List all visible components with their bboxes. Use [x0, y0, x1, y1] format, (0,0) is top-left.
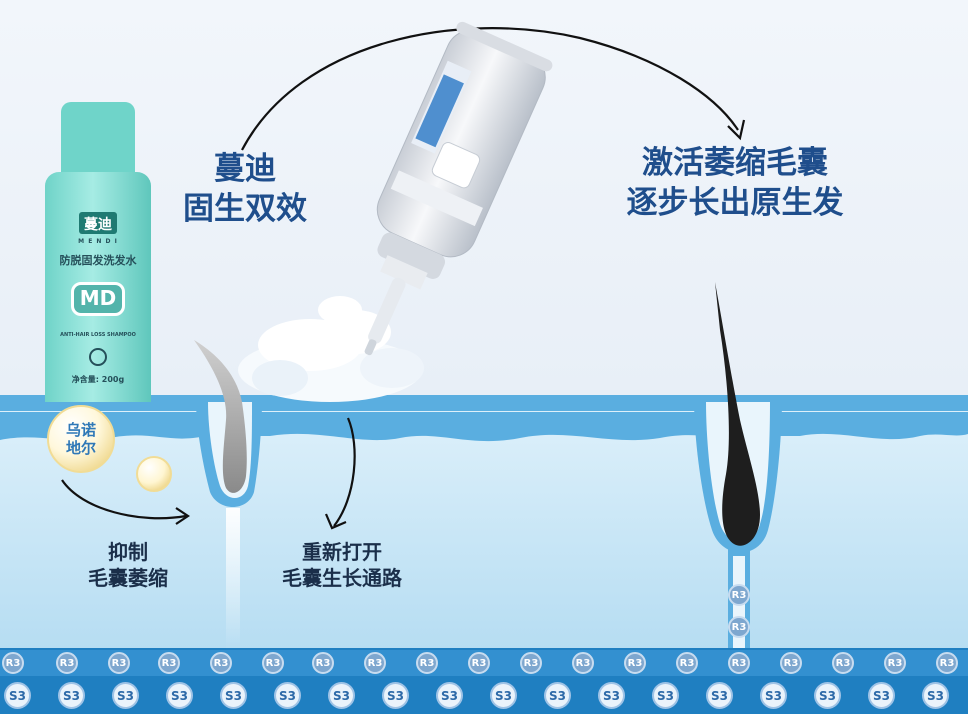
r3-molecule: R3 — [158, 652, 180, 674]
caption-inhibit-shrink: 抑制 毛囊萎缩 — [68, 540, 188, 591]
r3-molecule: R3 — [468, 652, 490, 674]
r3-molecule: R3 — [262, 652, 284, 674]
bottle-en-text: ANTI-HAIR LOSS SHAMPOO — [60, 332, 136, 338]
s3-molecule: S3 — [706, 682, 733, 709]
r3-molecule: R3 — [676, 652, 698, 674]
s3-molecule: S3 — [490, 682, 517, 709]
arrow-inhibit — [61, 479, 187, 520]
applicator-bottle — [364, 21, 553, 356]
r3-molecule: R3 — [210, 652, 232, 674]
caption-line: 逐步长出原生发 — [626, 184, 844, 221]
caption-line: 激活萎缩毛囊 — [642, 145, 828, 181]
brand-box — [79, 212, 117, 234]
r3-molecule: R3 — [832, 652, 854, 674]
foam-cloud — [238, 296, 424, 402]
md-logo: MD — [79, 286, 117, 310]
bottle-cap — [61, 102, 135, 176]
s3-molecule: S3 — [58, 682, 85, 709]
s3-molecule: S3 — [652, 682, 679, 709]
r3-molecule: R3 — [416, 652, 438, 674]
shampoo-bottle: 蔓迪 M E N D I 防脱固发洗发水 MD ANTI-HAIR LOSS S… — [45, 102, 151, 402]
r3-molecule: R3 — [884, 652, 906, 674]
bottle-net-content: 净含量: 200g — [71, 375, 125, 384]
bottle-brand: 蔓迪 — [84, 217, 112, 233]
thin-grey-hair — [194, 340, 247, 493]
r3-molecule: R3 — [56, 652, 78, 674]
arrow-reopen — [333, 417, 356, 527]
small-bubble — [136, 456, 172, 492]
s3-molecule: S3 — [112, 682, 139, 709]
r3-molecule: R3 — [624, 652, 646, 674]
s3-molecule: S3 — [328, 682, 355, 709]
bottle-product-name: 防脱固发洗发水 — [59, 254, 137, 267]
md-logo-frame — [71, 282, 125, 316]
bubble-line-1: 乌诺 — [65, 421, 96, 439]
bottle-brand-sub: M E N D I — [78, 238, 118, 245]
r3-molecule: R3 — [572, 652, 594, 674]
caption-line: 重新打开 — [302, 540, 382, 564]
minoxidil-bubble: 乌诺 地尔 — [47, 405, 115, 473]
s3-molecule: S3 — [436, 682, 463, 709]
r3-molecule: R3 — [2, 652, 24, 674]
r3-molecule: R3 — [728, 584, 750, 606]
r3-molecule: R3 — [312, 652, 334, 674]
s3-molecule: S3 — [274, 682, 301, 709]
caption-reopen-pathway: 重新打开 毛囊生长通路 — [262, 540, 422, 591]
r3-molecule: R3 — [780, 652, 802, 674]
r3-molecule: R3 — [728, 616, 750, 638]
s3-molecule: S3 — [814, 682, 841, 709]
s3-molecule: S3 — [220, 682, 247, 709]
thick-dark-hair — [715, 282, 760, 546]
light-beam — [226, 508, 240, 650]
caption-mendi-dual-effect: 蔓迪 固生双效 — [170, 150, 320, 229]
s3-molecule: S3 — [382, 682, 409, 709]
caption-line: 抑制 — [108, 540, 148, 564]
r3-molecule: R3 — [364, 652, 386, 674]
r3-molecule: R3 — [936, 652, 958, 674]
r3-molecule: R3 — [108, 652, 130, 674]
arc-arrow — [241, 27, 739, 151]
caption-line: 蔓迪 — [214, 151, 276, 187]
r3-molecule: R3 — [728, 652, 750, 674]
s3-molecule: S3 — [166, 682, 193, 709]
drop-icon — [89, 348, 107, 366]
s3-molecule: S3 — [4, 682, 31, 709]
bubble-line-2: 地尔 — [65, 439, 96, 457]
s3-molecule: S3 — [544, 682, 571, 709]
caption-line: 固生双效 — [183, 190, 307, 227]
caption-activate-follicle: 激活萎缩毛囊 逐步长出原生发 — [605, 144, 865, 223]
bottle-body: 蔓迪 M E N D I 防脱固发洗发水 MD ANTI-HAIR LOSS S… — [45, 172, 151, 402]
s3-molecule: S3 — [760, 682, 787, 709]
s3-molecule: S3 — [598, 682, 625, 709]
r3-molecule: R3 — [520, 652, 542, 674]
caption-line: 毛囊生长通路 — [282, 565, 402, 590]
s3-molecule: S3 — [922, 682, 949, 709]
s3-molecule: S3 — [868, 682, 895, 709]
caption-line: 毛囊萎缩 — [88, 565, 168, 590]
